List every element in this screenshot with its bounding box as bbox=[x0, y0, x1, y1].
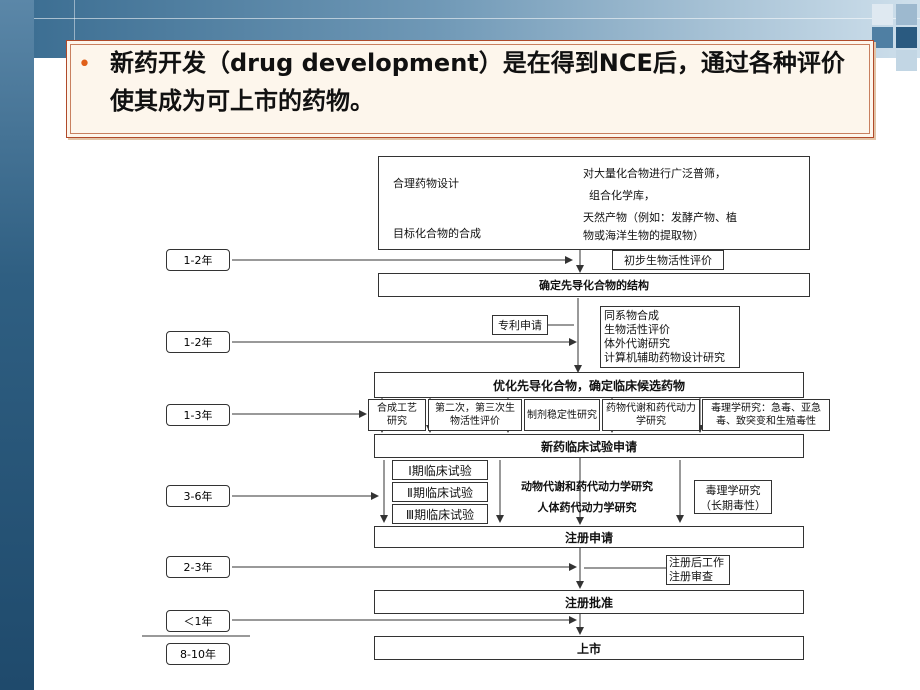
deco-square bbox=[896, 4, 917, 25]
optimize-lead-box: 优化先导化合物，确定临床候选药物 bbox=[374, 372, 804, 398]
market-box: 上市 bbox=[374, 636, 804, 660]
list-item: 计算机辅助药物设计研究 bbox=[604, 351, 725, 364]
timeline-year: 2-3年 bbox=[166, 556, 230, 578]
phase-box: Ⅲ期临床试验 bbox=[392, 504, 488, 524]
prelim-eval-box: 初步生物活性评价 bbox=[612, 250, 724, 270]
study-box: 合成工艺研究 bbox=[368, 399, 426, 431]
review-label: 注册审查 bbox=[669, 570, 713, 583]
post-work-label: 注册后工作 bbox=[669, 556, 724, 569]
timeline-year: 1-2年 bbox=[166, 249, 230, 271]
timeline-total: 8-10年 bbox=[166, 643, 230, 665]
approval-box: 注册批准 bbox=[374, 590, 804, 614]
deco-square bbox=[872, 27, 893, 48]
title-frame bbox=[66, 40, 874, 138]
target-synthesis-label: 目标化合物的合成 bbox=[393, 227, 481, 240]
study-box: 毒理学研究：急毒、亚急毒、致突变和生殖毒性 bbox=[702, 399, 830, 431]
pk-animal-label: 动物代谢和药代动力学研究 bbox=[521, 480, 653, 493]
screening-label: 对大量化合物进行广泛普筛， bbox=[583, 167, 726, 180]
list-item: 生物活性评价 bbox=[604, 323, 670, 336]
tox-label: 毒理学研究 bbox=[705, 484, 761, 497]
slide-title: 新药开发（drug development）是在得到NCE后，通过各种评价使其成… bbox=[110, 49, 845, 115]
clinical-application-box: 新药临床试验申请 bbox=[374, 434, 804, 458]
long-tox-box: 毒理学研究 （长期毒性） bbox=[694, 480, 772, 514]
deco-square bbox=[896, 27, 917, 48]
list-item: 体外代谢研究 bbox=[604, 337, 670, 350]
timeline-year: 1-3年 bbox=[166, 404, 230, 426]
pk-human-label: 人体药代动力学研究 bbox=[537, 501, 637, 514]
drug-design-box: 合理药物设计 目标化合物的合成 对大量化合物进行广泛普筛， 组合化学库， 天然产… bbox=[378, 156, 810, 250]
phase-box: Ⅱ期临床试验 bbox=[392, 482, 488, 502]
lead-optimization-list: 同系物合成 生物活性评价 体外代谢研究 计算机辅助药物设计研究 bbox=[600, 306, 740, 368]
deco-square bbox=[896, 50, 917, 71]
phase-box: Ⅰ期临床试验 bbox=[392, 460, 488, 480]
registration-app-box: 注册申请 bbox=[374, 526, 804, 548]
natural-product-label-2: 物或海洋生物的提取物） bbox=[583, 229, 704, 242]
study-box: 药物代谢和药代动力学研究 bbox=[602, 399, 700, 431]
bullet-icon: • bbox=[78, 52, 91, 77]
study-box: 第二次，第三次生物活性评价 bbox=[428, 399, 522, 431]
sidebar-band bbox=[0, 0, 34, 690]
tox-sub-label: （长期毒性） bbox=[700, 499, 766, 512]
timeline-year: ＜1年 bbox=[166, 610, 230, 632]
study-box: 制剂稳定性研究 bbox=[524, 399, 600, 431]
list-item: 同系物合成 bbox=[604, 309, 659, 322]
deco-square bbox=[872, 4, 893, 25]
post-registration-box: 注册后工作 注册审查 bbox=[666, 555, 730, 585]
natural-product-label: 天然产物（例如：发酵产物、植 bbox=[583, 211, 737, 224]
lead-structure-box: 确定先导化合物的结构 bbox=[378, 273, 810, 297]
timeline-year: 1-2年 bbox=[166, 331, 230, 353]
combinatorial-label: 组合化学库， bbox=[589, 189, 655, 202]
timeline-year: 3-6年 bbox=[166, 485, 230, 507]
pk-box: 动物代谢和药代动力学研究 人体药代动力学研究 bbox=[508, 478, 666, 516]
patent-box: 专利申请 bbox=[492, 315, 548, 335]
rational-design-label: 合理药物设计 bbox=[393, 177, 459, 190]
